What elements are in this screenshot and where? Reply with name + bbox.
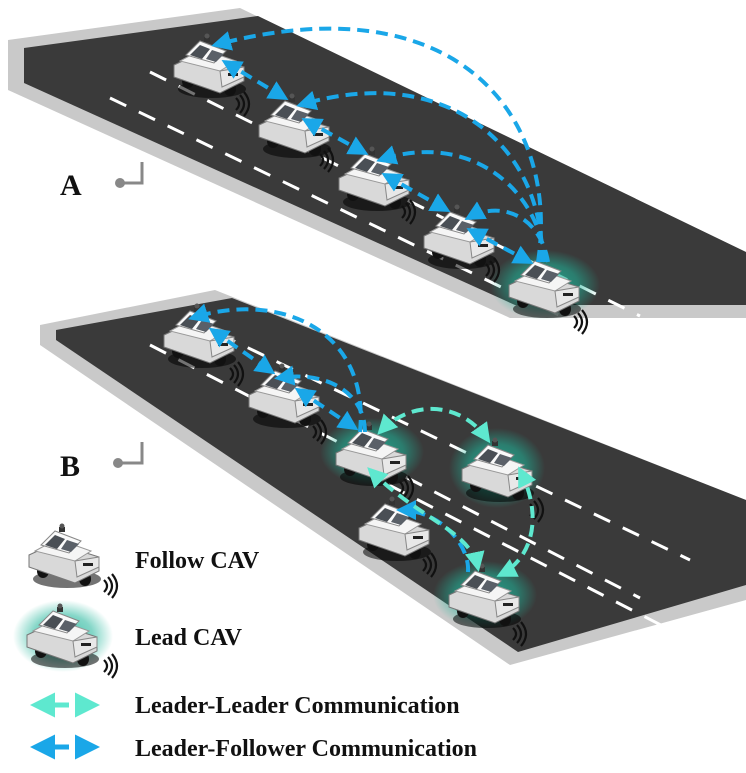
signal-waves-icon xyxy=(102,652,119,680)
lf-link-b2 xyxy=(294,387,359,431)
lf-link-a4 xyxy=(466,228,534,264)
legend-follow-cav: Follow CAV xyxy=(135,548,260,574)
panel-label-a: A xyxy=(60,169,82,202)
ll-arc-b1 xyxy=(377,407,491,444)
connector-line-b xyxy=(118,442,144,465)
panel-label-b: B xyxy=(60,450,80,483)
lf-link-a2 xyxy=(301,118,369,155)
panel-b: B xyxy=(40,290,746,665)
lf-link-a3 xyxy=(381,173,451,212)
legend-leader-leader: Leader-Leader Communication xyxy=(135,693,460,719)
lf-arc-a1 xyxy=(211,26,543,263)
ll-arc-b3 xyxy=(496,466,537,577)
lane-marking-b1 xyxy=(149,343,641,600)
lane-marking-a2 xyxy=(109,96,591,332)
legend: Follow CAV Lead CAV Leader-Leader Commun… xyxy=(13,523,477,762)
legend-leader-follower: Leader-Follower Communication xyxy=(135,736,477,762)
lf-link-a1 xyxy=(221,59,289,101)
connector-line-a xyxy=(120,162,144,185)
lane-marking-b2 xyxy=(189,318,691,562)
panel-a: A xyxy=(8,8,746,336)
lf-link-b1 xyxy=(208,327,276,375)
signal-waves-icon xyxy=(102,572,119,600)
lf-arc-b2 xyxy=(274,365,367,433)
legend-lead-cav: Lead CAV xyxy=(135,625,243,651)
lf-arc-a4 xyxy=(464,201,550,263)
lf-arc-b1 xyxy=(188,303,363,433)
legend-follow-car-icon xyxy=(28,523,102,589)
ll-arc-b2 xyxy=(367,467,485,572)
lf-arc-a2 xyxy=(296,90,545,263)
